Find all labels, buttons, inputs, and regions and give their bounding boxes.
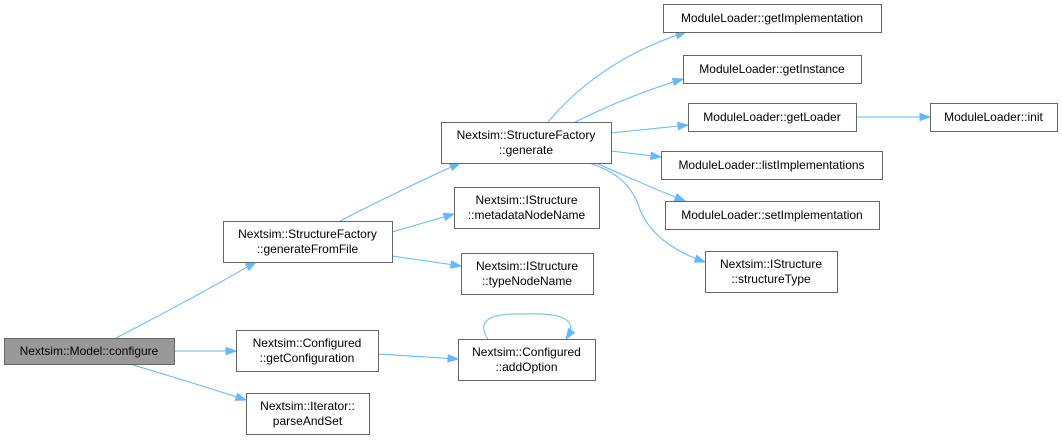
node-label: ::addOption xyxy=(495,360,557,374)
node-label: Nextsim::IStructure xyxy=(720,257,822,271)
edge-line xyxy=(339,162,461,222)
node-ml_getInstance[interactable]: ModuleLoader::getInstance xyxy=(683,55,862,84)
arrowhead-icon xyxy=(448,162,462,172)
node-is_structureType[interactable]: Nextsim::IStructure::structureType xyxy=(705,251,838,293)
node-label: ModuleLoader::setImplementation xyxy=(681,208,862,222)
node-label: Nextsim::Configured xyxy=(253,336,362,350)
edge-sf_generate-to-ml_getLoader xyxy=(610,121,690,134)
edge-sf_generateFromFile-to-is_typeNodeName xyxy=(391,255,463,269)
node-ml_setImplementation[interactable]: ModuleLoader::setImplementation xyxy=(665,201,880,230)
node-configured_getConfiguration[interactable]: Nextsim::Configured::getConfiguration xyxy=(236,330,379,372)
node-box xyxy=(688,103,857,132)
node-label: Nextsim::Iterator:: xyxy=(260,399,355,413)
edge-line xyxy=(483,313,572,340)
arrowhead-icon xyxy=(671,77,685,87)
arrowhead-icon xyxy=(673,193,687,202)
node-box xyxy=(665,201,880,230)
node-label: Nextsim::StructureFactory xyxy=(238,227,377,241)
node-label: ModuleLoader::getImplementation xyxy=(681,11,863,25)
node-label: Nextsim::Model::configure xyxy=(20,344,159,358)
node-box xyxy=(223,221,393,263)
node-box xyxy=(236,330,379,372)
node-label: ::structureType xyxy=(731,272,811,286)
edge-line xyxy=(574,78,684,123)
node-label: ::getConfiguration xyxy=(260,351,355,365)
edge-configured_addOption-to-configured_addOption xyxy=(483,313,576,341)
edge-sf_generate-to-is_structureType xyxy=(588,162,707,263)
node-label: Nextsim::Configured xyxy=(472,345,581,359)
node-label: Nextsim::IStructure xyxy=(476,259,578,273)
nodes-layer: Nextsim::Model::configure Nextsim::Struct… xyxy=(4,4,1058,435)
node-label: ::typeNodeName xyxy=(482,274,572,288)
arrowhead-icon xyxy=(919,112,932,122)
node-box xyxy=(4,338,175,365)
edge-sf_generateFromFile-to-sf_generate xyxy=(339,162,462,222)
node-box xyxy=(441,122,612,164)
arrowhead-icon xyxy=(449,260,463,269)
node-model_configure[interactable]: Nextsim::Model::configure xyxy=(4,338,175,365)
node-box xyxy=(246,393,370,435)
edge-line xyxy=(588,162,706,263)
edge-configured_getConfiguration-to-configured_addOption xyxy=(377,353,460,363)
node-ml_init[interactable]: ModuleLoader::init xyxy=(930,103,1058,132)
node-label: ModuleLoader::getLoader xyxy=(703,110,840,124)
node-is_metadataNodeName[interactable]: Nextsim::IStructure::metadataNodeName xyxy=(454,187,600,229)
edge-model_configure-to-configured_getConfiguration xyxy=(174,346,238,356)
edge-model_configure-to-iterator_parseAndSet xyxy=(129,363,248,401)
node-is_typeNodeName[interactable]: Nextsim::IStructure::typeNodeName xyxy=(461,253,594,295)
edge-sf_generate-to-ml_getImplementation xyxy=(547,31,688,123)
node-label: Nextsim::StructureFactory xyxy=(457,128,596,142)
node-box xyxy=(930,103,1058,132)
node-configured_addOption[interactable]: Nextsim::Configured::addOption xyxy=(458,339,596,381)
edge-model_configure-to-sf_generateFromFile xyxy=(115,261,258,339)
arrowhead-icon xyxy=(234,392,248,401)
arrowhead-icon xyxy=(447,354,460,363)
node-box xyxy=(683,55,862,84)
node-sf_generateFromFile[interactable]: Nextsim::StructureFactory::generateFromF… xyxy=(223,221,393,263)
node-box xyxy=(461,253,594,295)
edge-line xyxy=(610,124,689,134)
arrowhead-icon xyxy=(677,121,690,131)
node-label: ModuleLoader::getInstance xyxy=(699,62,845,76)
edge-line xyxy=(129,363,247,401)
edge-line xyxy=(115,261,257,339)
edge-line xyxy=(377,353,459,360)
node-ml_getLoader[interactable]: ModuleLoader::getLoader xyxy=(688,103,857,132)
node-box xyxy=(454,187,600,229)
arrowhead-icon xyxy=(650,151,663,161)
node-label: ModuleLoader::listImplementations xyxy=(678,158,864,172)
arrowhead-icon xyxy=(225,346,238,356)
node-box xyxy=(705,251,838,293)
edge-line xyxy=(391,255,462,267)
node-label: Nextsim::IStructure xyxy=(475,193,577,207)
node-label: ModuleLoader::init xyxy=(944,110,1043,124)
edge-sf_generate-to-ml_setImplementation xyxy=(595,162,687,202)
node-box xyxy=(661,151,883,180)
edge-line xyxy=(391,213,455,233)
node-sf_generate[interactable]: Nextsim::StructureFactory::generate xyxy=(441,122,612,164)
arrowhead-icon xyxy=(244,261,258,271)
node-label: ::generate xyxy=(499,143,553,157)
edge-line xyxy=(547,31,687,123)
edge-sf_generateFromFile-to-is_metadataNodeName xyxy=(391,212,456,233)
node-ml_getImplementation[interactable]: ModuleLoader::getImplementation xyxy=(663,4,882,33)
arrowhead-icon xyxy=(565,327,576,341)
node-label: parseAndSet xyxy=(273,414,343,428)
edge-ml_getLoader-to-ml_init xyxy=(856,112,932,122)
arrowhead-icon xyxy=(442,212,456,222)
edge-sf_generate-to-ml_listImplementations xyxy=(610,150,663,161)
node-box xyxy=(663,4,882,33)
arrowhead-icon xyxy=(693,254,707,263)
edge-sf_generate-to-ml_getInstance xyxy=(574,77,685,123)
node-label: ::metadataNodeName xyxy=(468,208,586,222)
node-label: ::generateFromFile xyxy=(257,242,359,256)
node-iterator_parseAndSet[interactable]: Nextsim::Iterator::parseAndSet xyxy=(246,393,370,435)
node-ml_listImplementations[interactable]: ModuleLoader::listImplementations xyxy=(661,151,883,180)
node-box xyxy=(458,339,596,381)
